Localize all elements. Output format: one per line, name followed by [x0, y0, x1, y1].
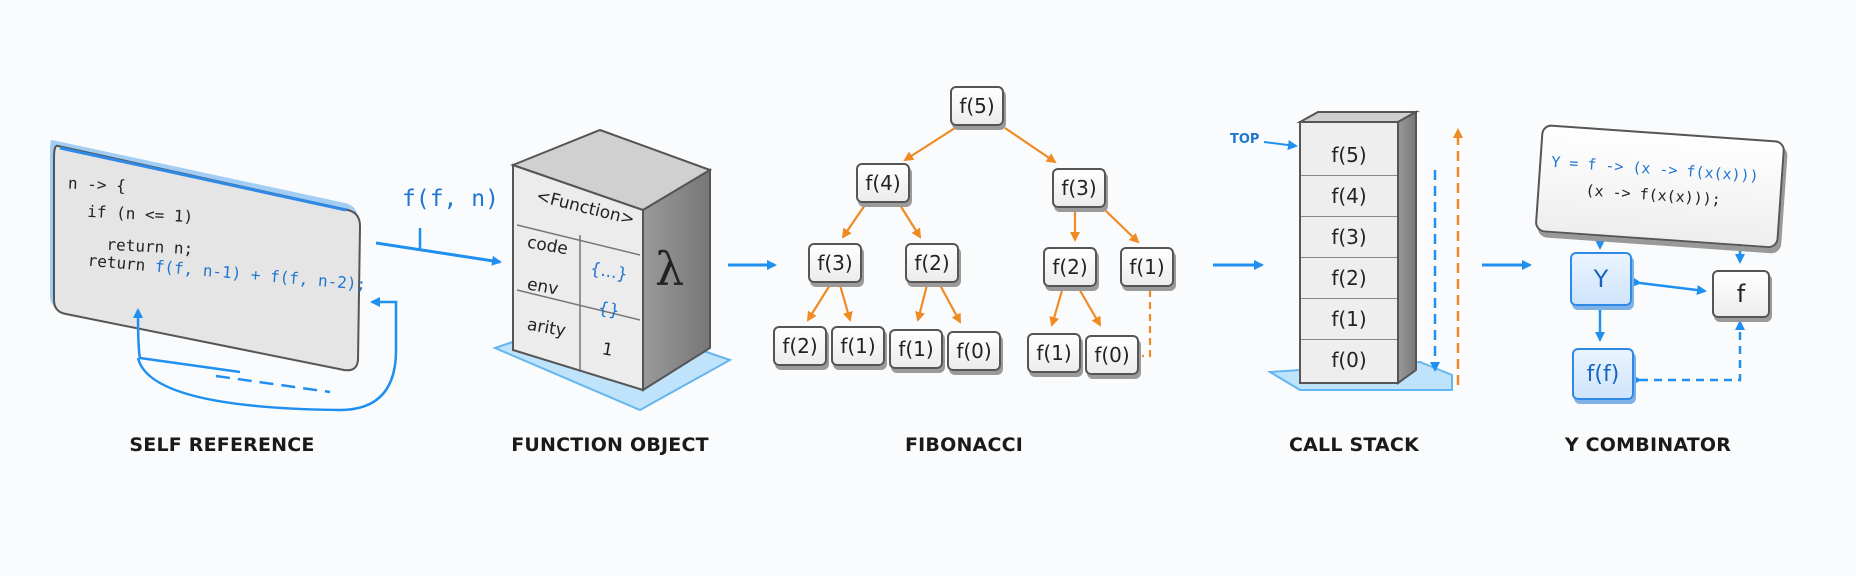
fib-node: f(1) [831, 326, 885, 366]
y-to-f-arrow [1631, 277, 1707, 295]
call-label: f(f, n) [402, 186, 499, 212]
ff-to-f-dashed-arrow [1632, 320, 1745, 385]
fib-node: f(3) [808, 243, 862, 283]
fib-node: f(4) [856, 163, 910, 203]
fib-node: f(3) [1052, 168, 1106, 208]
fib-node: f(2) [1043, 247, 1097, 287]
lambda-icon: λ [655, 242, 685, 296]
y-definition-panel: Y = f -> (x -> f(x(x))) (x -> f(x(x))); [1534, 124, 1786, 249]
fib-node-root: f(5) [950, 86, 1004, 126]
label-self-reference: SELF REFERENCE [129, 434, 315, 456]
fib-node: f(0) [1085, 335, 1139, 375]
stack-frame: f(0) [1301, 339, 1397, 380]
fib-node: f(2) [773, 326, 827, 366]
label-call-stack: CALL STACK [1288, 434, 1420, 456]
fib-node: f(1) [1120, 247, 1174, 287]
stack-frame: f(4) [1301, 175, 1397, 216]
recursion-return-arrow [136, 297, 398, 412]
recursion-loop-arrow [215, 374, 331, 394]
stack-frame: f(1) [1301, 298, 1397, 339]
fib-node: f(1) [889, 329, 943, 369]
fib-node: f(2) [905, 243, 959, 283]
fib-node: f(1) [1027, 333, 1081, 373]
top-pointer-arrow [1263, 140, 1298, 150]
label-function-object: FUNCTION OBJECT [511, 434, 709, 456]
ff-node: f(f) [1572, 348, 1634, 400]
self-reference-panel [50, 139, 362, 372]
y-node: Y [1570, 252, 1632, 306]
fibonacci-edges [806, 127, 1152, 358]
y-definition-line-2: (x -> f(x(x))); [1548, 178, 1722, 209]
row-env-value: {} [596, 298, 622, 322]
code-line-1: n -> { [67, 173, 127, 196]
label-y-combinator: Y COMBINATOR [1564, 434, 1732, 456]
fib-node: f(0) [947, 331, 1001, 371]
top-label: TOP [1230, 132, 1260, 147]
stack-frame: f(5) [1331, 142, 1367, 167]
stack-frame: f(3) [1301, 216, 1397, 257]
f-node: f [1712, 270, 1770, 318]
call-arrow-to-object [375, 241, 502, 266]
stack-frame: f(2) [1301, 257, 1397, 298]
label-fibonacci: FIBONACCI [904, 434, 1024, 456]
function-object-block [492, 128, 733, 412]
stack-frames: f(5) f(4) f(3) f(2) f(1) f(0) [1301, 134, 1397, 382]
self-call-arrow [133, 308, 241, 374]
